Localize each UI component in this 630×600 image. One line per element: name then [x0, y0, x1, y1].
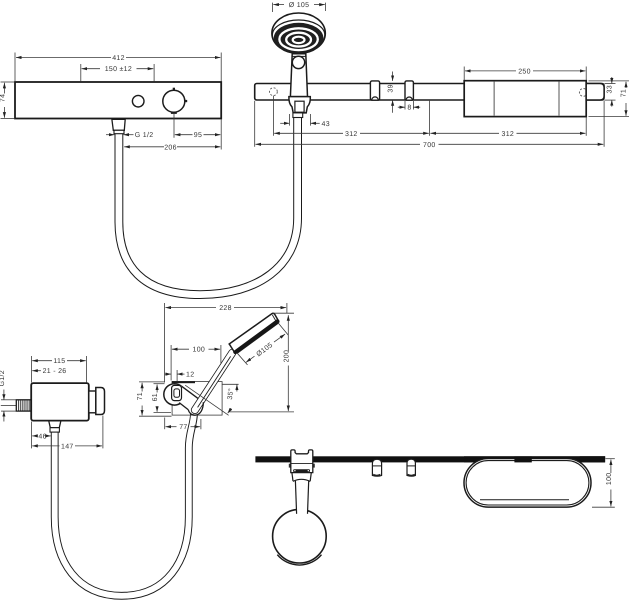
svg-text:147: 147	[61, 443, 74, 450]
svg-text:G 1/2: G 1/2	[135, 131, 154, 139]
svg-text:39: 39	[387, 84, 394, 92]
svg-text:100: 100	[193, 347, 206, 354]
svg-text:G1/2: G1/2	[0, 370, 6, 386]
svg-text:21 - 26: 21 - 26	[43, 368, 67, 375]
svg-text:43: 43	[322, 121, 330, 128]
svg-text:74: 74	[0, 94, 6, 102]
svg-text:35°: 35°	[227, 388, 235, 400]
svg-text:150 ±12: 150 ±12	[105, 66, 132, 73]
svg-text:8: 8	[407, 105, 411, 112]
svg-text:12: 12	[186, 372, 194, 379]
svg-text:250: 250	[518, 68, 531, 75]
svg-text:700: 700	[423, 142, 436, 149]
svg-text:71: 71	[137, 392, 144, 400]
svg-text:33: 33	[607, 85, 614, 93]
svg-text:206: 206	[164, 144, 177, 151]
svg-text:95: 95	[194, 132, 202, 139]
svg-text:228: 228	[219, 305, 232, 312]
svg-text:Ø105: Ø105	[255, 341, 275, 358]
svg-text:71: 71	[621, 89, 628, 97]
svg-text:61: 61	[152, 393, 159, 401]
svg-text:Ø 105: Ø 105	[289, 1, 310, 9]
svg-text:412: 412	[112, 55, 125, 62]
svg-text:77: 77	[179, 424, 187, 431]
svg-text:312: 312	[502, 131, 515, 138]
svg-text:312: 312	[345, 131, 358, 138]
svg-text:100: 100	[606, 473, 613, 486]
svg-text:46: 46	[38, 433, 46, 440]
svg-text:115: 115	[53, 358, 65, 365]
svg-text:200: 200	[283, 350, 290, 363]
